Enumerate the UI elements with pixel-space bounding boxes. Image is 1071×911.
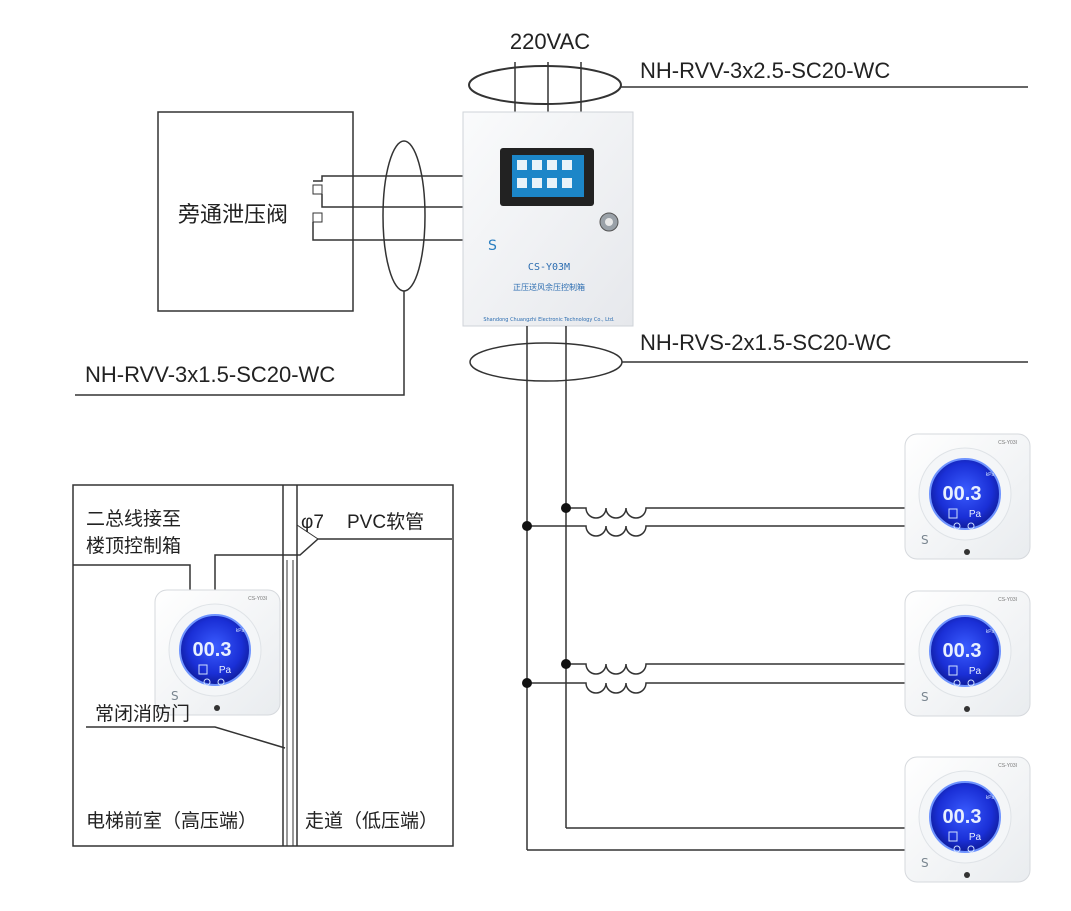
- branch-1: [527, 507, 906, 537]
- cabinet-model: CS-Y03M: [528, 262, 570, 273]
- cabinet-name: 正压送风余压控制箱: [513, 282, 585, 292]
- branch-3: [527, 827, 906, 851]
- bus-cable-label: NH-RVS-2x1.5-SC20-WC: [640, 330, 892, 355]
- branch-2: [527, 663, 906, 694]
- svg-text:S: S: [488, 238, 497, 254]
- bypass-valve: [157, 111, 354, 312]
- valve-wiring: [75, 140, 470, 396]
- door-label: 常闭消防门: [95, 703, 190, 725]
- pipe-size-label: φ7: [301, 512, 324, 533]
- bus-cable: [469, 326, 1028, 850]
- control-cabinet: S CS-Y03M 正压送风余压控制箱 Shandong Chuangzhi E…: [462, 111, 634, 327]
- detail-sensor: [154, 589, 281, 716]
- pressure-sensor-1: [904, 433, 1031, 560]
- installation-detail: [72, 484, 454, 847]
- cabinet-company: Shandong Chuangzhi Electronic Technology…: [483, 317, 615, 323]
- high-side-label: 电梯前室（高压端）: [86, 810, 257, 832]
- valve-label: 旁通泄压阀: [178, 202, 288, 227]
- bus-note-line1: 二总线接至: [86, 508, 181, 530]
- valve-cable-label: NH-RVV-3x1.5-SC20-WC: [85, 362, 335, 387]
- bus-note-line2: 楼顶控制箱: [86, 535, 181, 557]
- power-label: 220VAC: [510, 29, 590, 54]
- pipe-label: PVC软管: [347, 511, 424, 533]
- power-cable-label: NH-RVV-3x2.5-SC20-WC: [640, 58, 890, 83]
- power-cable: [468, 62, 1028, 113]
- low-side-label: 走道（低压端）: [305, 810, 438, 832]
- pressure-sensor-3: [904, 756, 1031, 883]
- pressure-sensor-2: [904, 590, 1031, 717]
